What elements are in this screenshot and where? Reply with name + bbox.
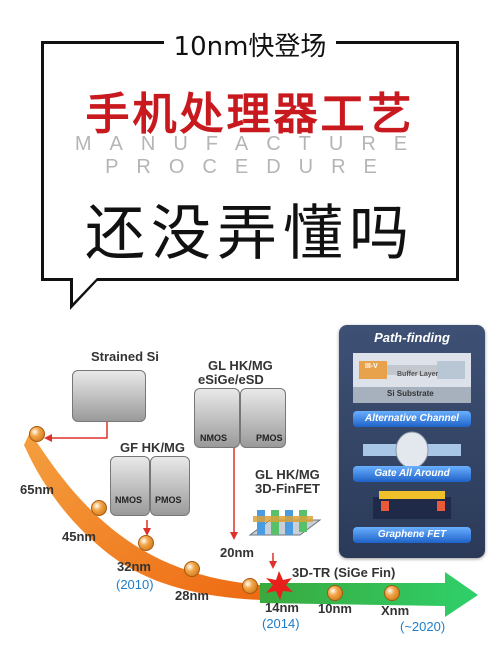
headline-text: 10nm快登场: [163, 32, 337, 62]
year-label: (2010): [116, 577, 154, 592]
gate-all-around-illustration: [363, 431, 461, 469]
buffer-layer-label: Buffer Layer: [397, 371, 439, 378]
path-finding-panel: Path-finding III-V Buffer Layer Si Subst…: [339, 325, 485, 558]
year-label: (2014): [262, 616, 300, 631]
node-65nm-dot: [29, 426, 45, 442]
gf-pmos-image: [150, 456, 190, 516]
gl-pmos-image: [240, 388, 286, 448]
node-label: 14nm: [265, 600, 299, 615]
callout-gf-hkmg: GF HK/MG: [120, 440, 185, 455]
headline: 10nm快登场: [0, 26, 500, 63]
burst-icon: [266, 571, 293, 600]
callout-finfet: 3D-FinFET: [255, 481, 320, 496]
si-substrate-label: Si Substrate: [387, 389, 434, 398]
alt-channel-illustration: [353, 353, 471, 403]
panel-title: Path-finding: [374, 330, 450, 345]
strained-si-image: [72, 370, 146, 422]
gl-nmos-label: NMOS: [200, 433, 227, 443]
finfet-illustration: [248, 510, 322, 536]
node-10nm-dot: [327, 585, 343, 601]
node-label: Xnm: [381, 603, 410, 618]
node-label: 65nm: [20, 482, 54, 497]
node-20nm-dot: [242, 578, 258, 594]
green-arrow: [260, 572, 478, 617]
callout-gl-hkmg: GL HK/MG: [208, 358, 273, 373]
callout-3d-tr: 3D-TR (SiGe Fin): [292, 565, 396, 580]
page-title: 手机处理器工艺: [85, 89, 415, 140]
orange-arrow: [24, 432, 260, 600]
node-28nm-dot: [184, 561, 200, 577]
node-label: 32nm: [117, 559, 151, 574]
node-label: 10nm: [318, 601, 352, 616]
iii-v-label: III-V: [365, 363, 378, 370]
callout-gl-esige: eSiGe/eSD: [198, 372, 264, 387]
node-label: 20nm: [220, 545, 254, 560]
year-label: (~2020): [400, 619, 446, 634]
speech-bubble-tail-inner: [73, 278, 97, 303]
subtitle-line-1: MANUFACTURE: [74, 133, 426, 155]
gl-nmos-image: [194, 388, 240, 448]
gf-pmos-label: PMOS: [155, 495, 182, 505]
gf-nmos-label: NMOS: [115, 495, 142, 505]
gl-pmos-label: PMOS: [256, 433, 283, 443]
alternative-channel-pill: Alternative Channel: [353, 411, 471, 427]
node-45nm-dot: [91, 500, 107, 516]
gf-nmos-image: [110, 456, 150, 516]
graphene-fet-pill: Graphene FET: [353, 527, 471, 543]
graphene-illustration: [373, 491, 451, 519]
node-xnm-dot: [384, 585, 400, 601]
node-label: 45nm: [62, 529, 96, 544]
callout-finfet-hkmg: GL HK/MG: [255, 467, 320, 482]
node-label: 28nm: [175, 588, 209, 603]
callout-strained-si: Strained Si: [91, 349, 159, 364]
big-question-text: 还没弄懂吗: [85, 199, 415, 269]
subtitle-line-2: PROCEDURE: [105, 156, 395, 178]
node-32nm-dot: [138, 535, 154, 551]
gate-all-around-pill: Gate All Around: [353, 466, 471, 482]
callout-line-strained: [50, 420, 108, 439]
